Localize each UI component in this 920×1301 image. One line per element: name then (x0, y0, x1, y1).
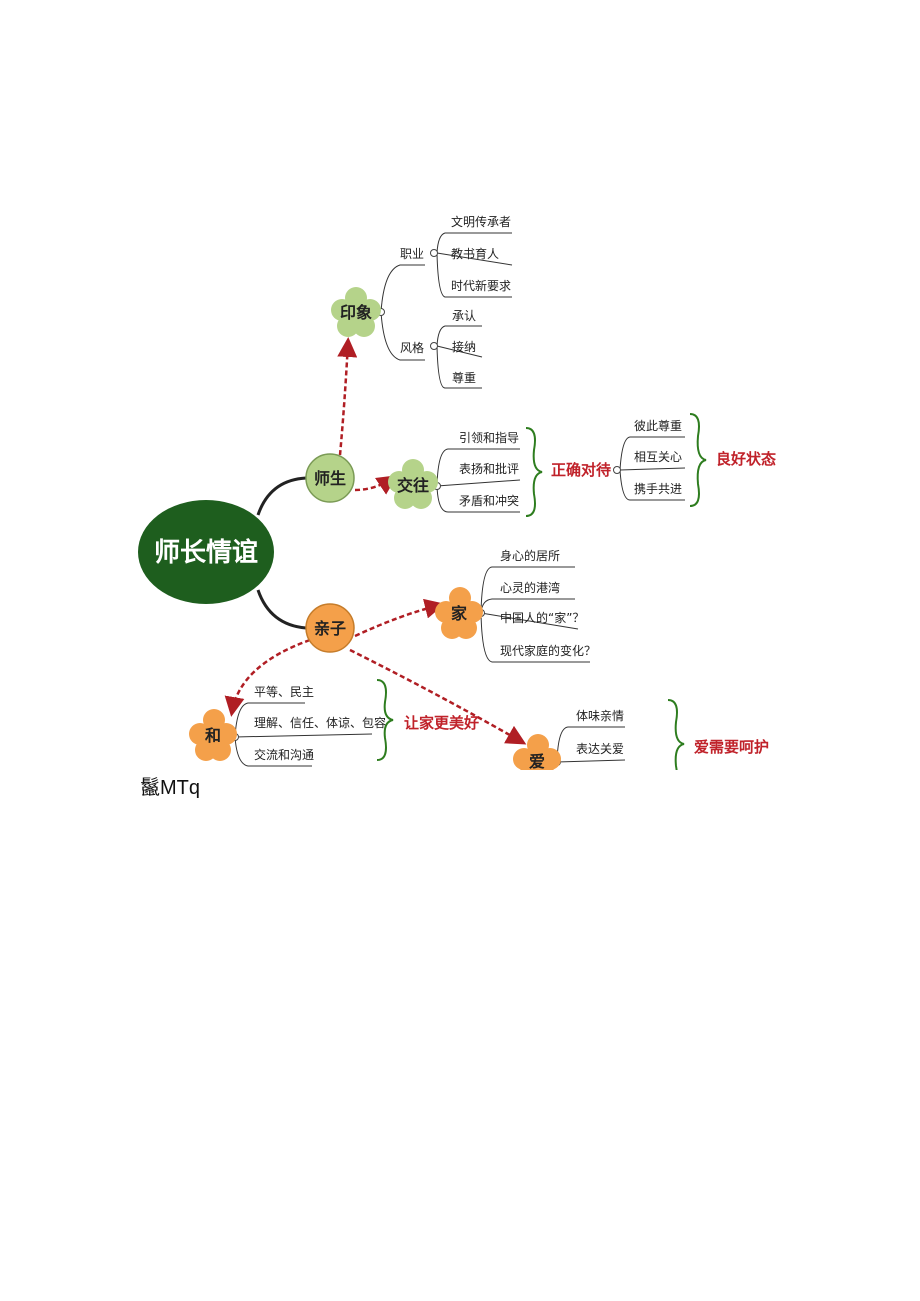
qinzi-label: 亲子 (314, 619, 346, 638)
sub-item-2: 相互关心 (634, 450, 682, 464)
node-yinxiang (331, 287, 381, 337)
jia-item-4: 现代家庭的变化？ (500, 643, 596, 658)
ai-label: 爱 (529, 752, 545, 771)
jia-item-2: 心灵的港湾 (500, 580, 560, 595)
yinxiang-branch-lines (380, 232, 513, 389)
zhiye-item-2: 教书育人 (451, 246, 499, 261)
jiaowang-item-1: 引领和指导 (459, 430, 519, 445)
zhiye-collapse-dot (430, 249, 438, 257)
ai-huhu-label: 爱需要呵护 (694, 738, 769, 756)
jiaowang-item-3: 矛盾和冲突 (459, 493, 519, 508)
node-jia (435, 587, 483, 639)
zhiye-item-3: 时代新要求 (451, 278, 511, 293)
jia-item-3: 中国人的“家”？ (500, 610, 584, 625)
arrow-to-he (224, 638, 311, 717)
lianghao-zhuangtai-label: 良好状态 (716, 450, 776, 468)
node-he (189, 709, 237, 761)
sub-item-1: 彼此尊重 (634, 418, 682, 433)
connector-root-qinzi (256, 589, 307, 630)
connector-root-shisheng (256, 476, 307, 516)
arrow-to-jiaowang (354, 475, 398, 495)
shisheng-label: 师生 (314, 469, 346, 488)
node-ai (513, 734, 561, 770)
ai-item-2: 表达关爱 (576, 742, 624, 756)
brace-jiaowang (525, 427, 543, 517)
yinxiang-label: 印象 (340, 303, 372, 322)
node-qinzi (305, 603, 355, 653)
arrow-to-jia (354, 598, 445, 638)
jia-label: 家 (451, 604, 468, 623)
rang-jia-label: 让家更美好 (404, 714, 479, 732)
zhengque-collapse-dot (613, 466, 621, 474)
fengge-label: 风格 (400, 340, 424, 355)
node-shisheng (305, 453, 355, 503)
jia-item-1: 身心的居所 (500, 548, 560, 563)
ai-item-1: 体味亲情 (576, 709, 624, 723)
brace-sub-items (689, 413, 707, 507)
he-item-2: 理解、信任、体谅、包容 (254, 715, 386, 730)
zhengque-duidai-label: 正确对待 (551, 461, 611, 479)
arrow-to-yinxiang (337, 337, 358, 456)
brace-ai (667, 699, 685, 770)
fengge-item-2: 接纳 (452, 339, 476, 354)
fengge-item-3: 尊重 (452, 370, 476, 385)
fengge-collapse-dot (430, 342, 438, 350)
zhiye-item-1: 文明传承者 (451, 214, 511, 229)
footer-text: 鬣MTq (140, 777, 200, 799)
he-label: 和 (205, 726, 221, 745)
arrow-to-ai (349, 648, 527, 745)
zhiye-label: 职业 (400, 247, 424, 261)
he-item-3: 交流和沟通 (254, 747, 314, 762)
fengge-item-1: 承认 (452, 309, 476, 323)
sub-item-3: 携手共进 (634, 481, 682, 496)
brace-he (376, 679, 394, 761)
he-item-1: 平等、民主 (254, 685, 314, 699)
node-jiaowang (388, 459, 438, 509)
jiaowang-label: 交往 (397, 476, 429, 495)
jiaowang-item-2: 表扬和批评 (459, 461, 519, 476)
root-label: 师长情谊 (154, 537, 258, 568)
root-node (138, 500, 274, 604)
